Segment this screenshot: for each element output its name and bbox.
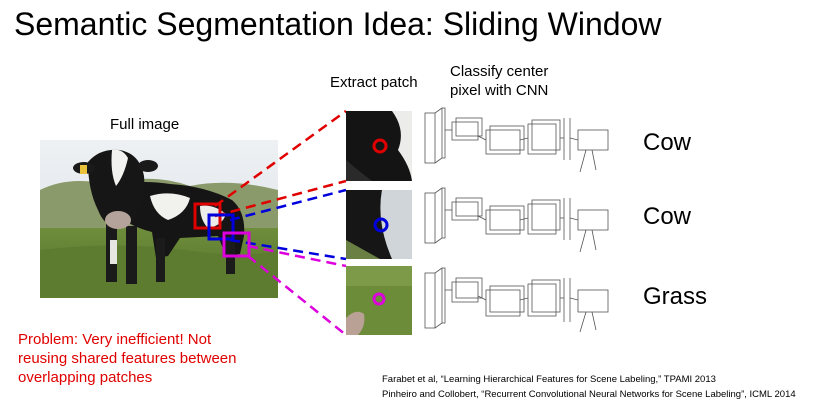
patch-2	[346, 190, 412, 259]
magenta-center-marker	[372, 292, 386, 306]
cnn-diagram-1	[424, 107, 609, 173]
problem-line-3: overlapping patches	[18, 369, 153, 386]
patch-1	[346, 111, 412, 181]
classification-label-1: Cow	[643, 129, 692, 156]
red-center-marker	[372, 138, 388, 154]
magenta-patch-box	[222, 231, 251, 258]
red-connector-top	[214, 109, 347, 208]
blue-patch-box	[207, 213, 235, 241]
blue-connector-top	[229, 188, 347, 222]
slide-title: Semantic Segmentation Idea: Sliding Wind…	[14, 6, 662, 42]
classify-label-line2: pixel with CNN	[450, 82, 549, 99]
classify-label-line1: Classify center	[450, 63, 549, 80]
cnn-diagram-3	[424, 267, 609, 333]
red-connector-bottom	[214, 179, 347, 218]
patch-3	[346, 266, 412, 335]
reference-1: Farabet et al, “Learning Hierarchical Fe…	[382, 374, 716, 385]
magenta-connector-top	[247, 244, 347, 268]
full-cow-image	[40, 140, 278, 298]
problem-line-2: reusing shared features between	[18, 350, 237, 367]
problem-line-1: Problem: Very inefficient! Not	[18, 331, 212, 348]
problem-statement: Problem: Very inefficient! Not reusing s…	[18, 330, 278, 387]
reference-2: Pinheiro and Collobert, “Recurrent Convo…	[382, 389, 796, 400]
full-image-label: Full image	[110, 116, 180, 133]
blue-center-marker	[373, 217, 389, 233]
extract-patch-label: Extract patch	[330, 74, 418, 91]
classify-label: Classify center pixel with CNN	[450, 62, 548, 100]
magenta-connector-bottom	[247, 255, 347, 336]
cnn-diagram-2	[424, 187, 609, 253]
classification-label-3: Grass	[643, 283, 708, 310]
classification-label-2: Cow	[643, 203, 692, 230]
